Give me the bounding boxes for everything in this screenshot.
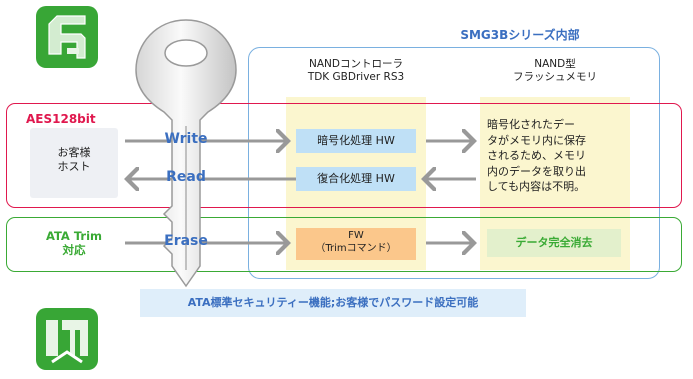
erase-label: Erase (164, 233, 208, 249)
trim-label: ATA Trim 対応 (45, 229, 103, 258)
flash-column-header: NAND型 フラッシュメモリ (513, 58, 597, 84)
controller-column-header: NANDコントローラ TDK GBDriver RS3 (307, 58, 405, 84)
read-label: Read (166, 169, 206, 185)
host-label: お客様 ホスト (57, 146, 91, 173)
trim-logo-icon (36, 308, 98, 370)
host-box (30, 128, 118, 198)
aes-label: AES128bit (26, 112, 96, 126)
decrypt-box (296, 167, 416, 191)
trim-section-box (6, 217, 682, 272)
aes-section-box (6, 103, 682, 208)
erase-result-box (487, 229, 621, 257)
encrypt-box-label: 暗号化処理 HW (317, 134, 395, 147)
fw-box-label: FW （Trimコマンド） (315, 230, 397, 254)
decrypt-box-label: 復合化処理 HW (317, 172, 395, 185)
flash-note: 暗号化されたデー タがメモリ内に保存 されるため、メモリ 内のデータを取り出 し… (487, 118, 586, 194)
security-note: ATA標準セキュリティー機能;お客様でパスワード設定可能 (187, 296, 479, 309)
aes-logo-icon (36, 6, 98, 68)
panel-title: SMG3Bシリーズ内部 (460, 28, 580, 42)
key-icon (135, 19, 237, 288)
fw-box (296, 228, 416, 260)
encrypt-box (296, 129, 416, 153)
security-note-box (140, 289, 526, 317)
write-label: Write (164, 131, 208, 147)
erase-result-label: データ完全消去 (515, 236, 593, 249)
